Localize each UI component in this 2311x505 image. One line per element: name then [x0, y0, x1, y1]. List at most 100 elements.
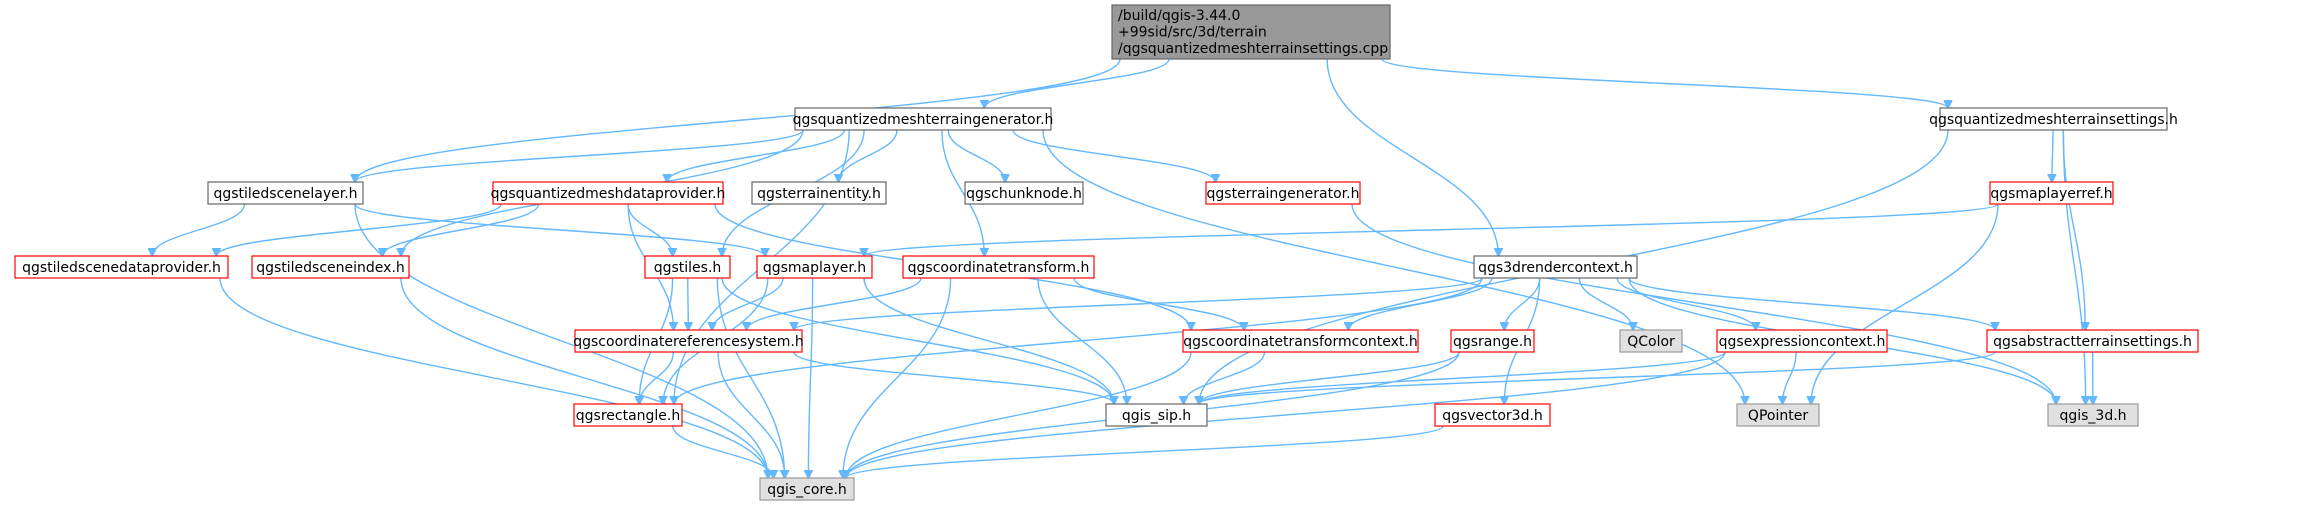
edge-ct-to-crs	[747, 277, 922, 330]
node-sip-label: qgis_sip.h	[1122, 408, 1191, 424]
edge-tiles-to-core	[716, 277, 784, 478]
node-exprctx-label: qgsexpressioncontext.h	[1719, 334, 1886, 350]
node-terraingen-box	[1205, 181, 1361, 205]
edge-qmdp-to-tiles	[627, 203, 673, 256]
node-tiles-box	[644, 255, 731, 279]
edge-ct-to-core	[843, 277, 952, 478]
node-gen[interactable]: qgsquantizedmeshterraingenerator.h	[793, 107, 1054, 131]
node-ct[interactable]: qgscoordinatetransform.h	[902, 255, 1095, 279]
edge-rc3d-to-abssettings	[1628, 277, 1995, 330]
edge-tiles-to-sip	[721, 277, 1114, 404]
edge-tiledlayer-to-maplayer	[354, 203, 765, 256]
node-qgis3d-label: qgis_3d.h	[2059, 408, 2126, 424]
node-range-box	[1450, 329, 1535, 353]
node-chunknode[interactable]: qgschunknode.h	[964, 181, 1084, 205]
node-rect-label: qgsrectangle.h	[576, 408, 680, 424]
node-settings-box	[1939, 107, 2168, 131]
node-qgis3d[interactable]: qgis_3d.h	[2047, 403, 2139, 427]
node-abssettings[interactable]: qgsabstractterrainsettings.h	[1986, 329, 2199, 353]
node-qmdp[interactable]: qgsquantizedmeshdataprovider.h	[491, 181, 726, 205]
edge-range-to-sip	[1199, 351, 1460, 404]
node-tiledlayer-label: qgstiledscenelayer.h	[213, 186, 357, 202]
node-tiledindex[interactable]: qgstiledsceneindex.h	[251, 255, 410, 279]
node-sip-box	[1105, 403, 1208, 427]
node-maplayer-label: qgsmaplayer.h	[763, 260, 866, 276]
node-core-label: qgis_core.h	[767, 482, 847, 498]
node-crs-box	[574, 329, 803, 353]
edge-abssettings-to-sip	[1199, 351, 1996, 404]
node-tiledlayer[interactable]: qgstiledscenelayer.h	[207, 181, 364, 205]
node-tileddp-label: qgstiledscenedataprovider.h	[22, 260, 221, 276]
node-tileddp[interactable]: qgstiledscenedataprovider.h	[14, 255, 229, 279]
nodes-layer: /build/qgis-3.44.0+99sid/src/3d/terrain/…	[14, 4, 2199, 501]
node-ctc[interactable]: qgscoordinatetransformcontext.h	[1182, 329, 1419, 353]
node-rc3d-label: qgs3drendercontext.h	[1478, 260, 1633, 276]
node-ct-box	[902, 255, 1095, 279]
node-settings[interactable]: qgsquantizedmeshterrainsettings.h	[1929, 107, 2178, 131]
edge-rc3d-to-range	[1504, 277, 1541, 330]
edge-crs-to-sip	[793, 351, 1114, 404]
node-qpointer[interactable]: QPointer	[1736, 403, 1820, 427]
node-crs[interactable]: qgscoordinatereferencesystem.h	[573, 329, 804, 353]
node-vec3d[interactable]: qgsvector3d.h	[1434, 403, 1551, 427]
edge-exprctx-to-core	[846, 351, 1726, 478]
node-tiledlayer-box	[207, 181, 364, 205]
edge-root-to-rc3d	[1326, 58, 1498, 256]
edge-tiles-to-crs	[688, 277, 689, 330]
edge-exprctx-to-qpointer	[1783, 351, 1797, 404]
node-sip[interactable]: qgis_sip.h	[1105, 403, 1208, 427]
edge-qmdp-to-tiledindex	[383, 203, 540, 256]
node-range[interactable]: qgsrange.h	[1450, 329, 1535, 353]
edge-ct-to-ctc	[1073, 277, 1244, 330]
node-abssettings-label: qgsabstractterrainsettings.h	[1993, 334, 2192, 350]
node-exprctx[interactable]: qgsexpressioncontext.h	[1716, 329, 1888, 353]
node-rc3d-box	[1473, 255, 1638, 279]
node-terraingen[interactable]: qgsterraingenerator.h	[1205, 181, 1361, 205]
edge-rc3d-to-rect	[674, 277, 1483, 404]
node-maplayerref[interactable]: qgsmaplayerref.h	[1989, 181, 2114, 205]
edge-root-to-gen	[985, 58, 1170, 108]
node-qcolor[interactable]: QColor	[1619, 329, 1683, 353]
node-crs-label: qgscoordinatereferencesystem.h	[573, 334, 804, 350]
node-tiledindex-box	[251, 255, 410, 279]
node-qpointer-box	[1736, 403, 1820, 427]
node-tileddp-box	[14, 255, 229, 279]
node-core[interactable]: qgis_core.h	[759, 477, 855, 501]
node-qmdp-box	[492, 181, 724, 205]
node-root[interactable]: /build/qgis-3.44.0+99sid/src/3d/terrain/…	[1111, 4, 1391, 60]
edge-qmdp-to-tileddp	[216, 203, 502, 256]
edge-gen-to-terraingen	[1012, 129, 1216, 182]
edge-tileddp-to-core	[219, 277, 768, 478]
node-rc3d[interactable]: qgs3drendercontext.h	[1473, 255, 1638, 279]
node-rect[interactable]: qgsrectangle.h	[573, 403, 683, 427]
edge-ctc-to-core	[846, 351, 1192, 478]
node-qcolor-label: QColor	[1627, 334, 1675, 350]
node-range-label: qgsrange.h	[1453, 334, 1532, 350]
edge-rc3d-to-qcolor	[1578, 277, 1633, 330]
node-maplayer-box	[756, 255, 873, 279]
edge-gen-to-qmdp	[667, 129, 845, 182]
node-terrainentity[interactable]: qgsterrainentity.h	[751, 181, 887, 205]
node-maplayer[interactable]: qgsmaplayer.h	[756, 255, 873, 279]
node-gen-label: qgsquantizedmeshterraingenerator.h	[793, 112, 1054, 128]
node-tiledindex-label: qgstiledsceneindex.h	[256, 260, 405, 276]
node-rect-box	[573, 403, 683, 427]
node-terrainentity-box	[751, 181, 887, 205]
edge-rc3d-to-exprctx	[1616, 277, 1756, 330]
edge-gen-to-qpointer	[1042, 129, 1745, 404]
node-exprctx-box	[1716, 329, 1888, 353]
node-core-box	[759, 477, 855, 501]
edge-exprctx-to-sip	[1199, 351, 1726, 404]
node-chunknode-box	[964, 181, 1084, 205]
edge-maplayerref-to-qpointer	[1811, 203, 1999, 404]
node-root-label: /qgsquantizedmeshterrainsettings.cpp	[1118, 41, 1388, 57]
edge-terraingen-to-qgis3d	[1351, 203, 2056, 404]
edge-crs-to-rect	[639, 351, 675, 404]
edge-settings-to-qgis3d	[2062, 129, 2085, 404]
node-ct-label: qgscoordinatetransform.h	[908, 260, 1090, 276]
edge-settings-to-abssettings	[2062, 129, 2085, 330]
node-tiles[interactable]: qgstiles.h	[644, 255, 731, 279]
edge-maplayer-to-sip	[863, 277, 1114, 404]
edge-crs-to-core	[717, 351, 785, 478]
